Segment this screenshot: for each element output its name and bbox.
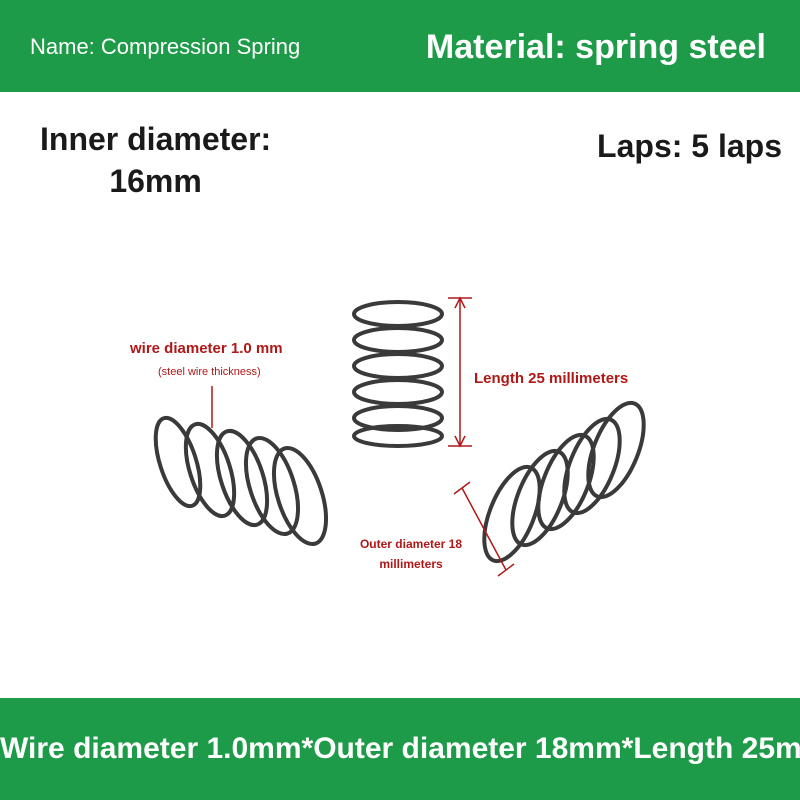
middle-spring-image	[352, 300, 444, 448]
inner-diameter-spec: Inner diameter: 16mm	[40, 118, 271, 202]
bottom-banner: Wire diameter 1.0mm*Outer diameter 18mm*…	[0, 698, 800, 800]
outer-diameter-line1: Outer diameter 18	[359, 537, 463, 551]
length-annotation: Length 25 millimeters	[474, 370, 629, 387]
outer-diameter-line2: millimeters	[379, 557, 443, 571]
inner-diameter-title: Inner diameter:	[40, 121, 272, 157]
top-banner: Name: Compression Spring Material: sprin…	[0, 0, 800, 92]
left-spring-image	[153, 415, 329, 547]
right-spring-image	[482, 400, 646, 564]
wire-thickness-note: (steel wire thickness)	[158, 366, 261, 378]
outer-diameter-annotation: Outer diameter 18 millimeters	[356, 534, 466, 574]
spec-summary: Wire diameter 1.0mm*Outer diameter 18mm*…	[0, 732, 800, 765]
laps-spec: Laps: 5 laps	[597, 128, 782, 164]
wire-diameter-annotation: wire diameter 1.0 mm	[130, 340, 283, 357]
inner-diameter-value: 16mm	[109, 163, 202, 199]
length-dimension-line	[448, 296, 472, 448]
material-label: Material: spring steel	[425, 28, 766, 66]
outer-diameter-dimension-line	[453, 481, 515, 577]
product-name-label: Name: Compression Spring	[30, 34, 301, 59]
